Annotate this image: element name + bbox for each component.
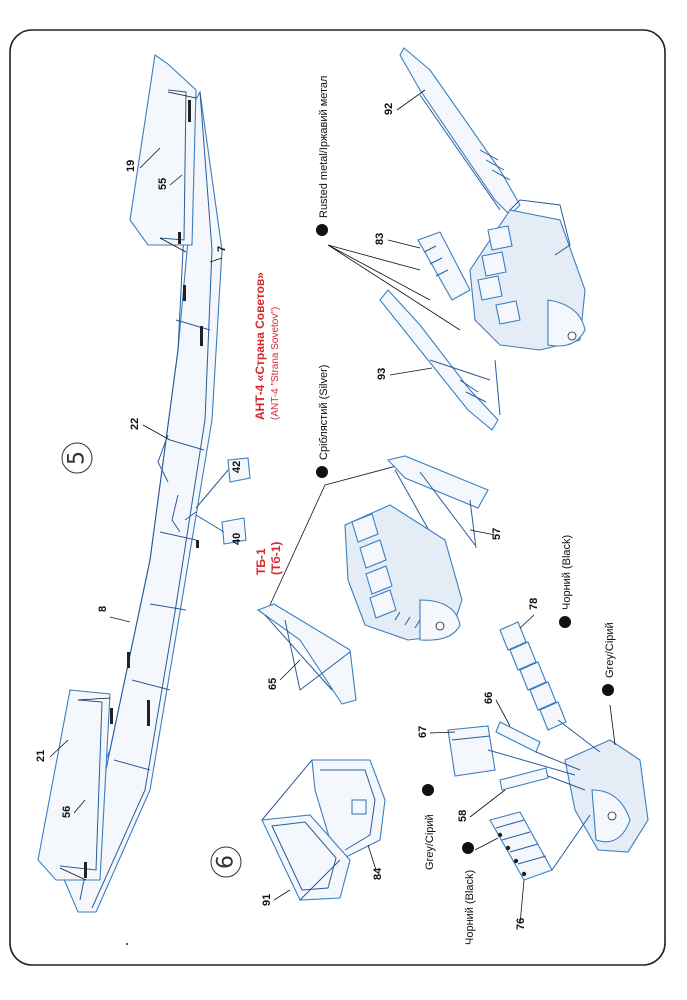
paint-grey-76: Grey/Сірий [422,784,436,870]
part-40 [221,517,247,545]
page-frame [9,29,666,966]
variant-tb1-ua: (Тб-1) [269,542,283,575]
svg-text:Grey/Сірий: Grey/Сірий [424,814,436,870]
callout-92: 92 [383,103,395,115]
svg-text:Чорний (Black): Чорний (Black) [464,870,476,945]
step-6-marker: 6 [210,846,242,878]
wing-assembly [37,54,251,913]
part-66 [495,721,541,753]
callout-22: 22 [129,418,141,430]
part-78 [499,621,567,731]
hinge-mark [84,862,87,878]
callout-84: 84 [372,867,384,880]
callout-21: 21 [35,750,47,762]
paint-silver: Сріблястий (Silver) [269,365,401,606]
callout-56: 56 [61,806,73,818]
callout-93: 93 [376,368,388,380]
print-mark [126,943,128,945]
callout-7: 7 [216,246,228,252]
paint-grey-main: Grey/Сірий [602,622,616,746]
callout-67: 67 [417,726,429,738]
paint-rusted: Rusted metal/Іржавий метал [316,76,461,331]
svg-text:Rusted metal/Іржавий метал: Rusted metal/Іржавий метал [318,76,330,218]
hinge-mark [188,100,191,122]
callout-65: 65 [267,678,279,690]
cowling-parts [261,759,386,901]
paint-black-76: Чорний (Black) [462,837,499,945]
svg-text:6: 6 [214,855,239,869]
part-67 [447,725,496,777]
callout-91: 91 [261,894,273,906]
callout-19: 19 [125,160,137,172]
variant-ant4-latin: (ANT-4 "Strana Sovetov") [270,307,281,420]
slot-mark [196,540,199,548]
engine-mount-middle [256,455,489,705]
slot-mark [183,285,186,301]
slot-mark [127,652,130,668]
callout-42: 42 [231,461,243,473]
hinge-mark [110,708,113,724]
callout-78: 78 [528,598,540,610]
slot-mark [147,700,150,726]
callout-76: 76 [515,918,527,930]
part-42 [227,457,251,483]
callout-57: 57 [491,528,503,540]
callout-83: 83 [374,233,386,245]
engine-mount-upper [379,47,586,431]
part-58 [499,767,549,791]
variant-ant4: АНТ-4 «Страна Советов» [253,272,267,420]
hinge-mark [178,232,181,244]
svg-text:5: 5 [65,451,90,465]
svg-text:Чорний (Black): Чорний (Black) [561,535,573,610]
svg-text:Сріблястий (Silver): Сріблястий (Silver) [318,365,330,460]
variant-tb1: ТБ-1 [254,548,268,575]
engine-subparts [447,621,649,881]
callout-8: 8 [97,606,109,612]
callout-40: 40 [231,533,243,545]
callout-55: 55 [157,178,169,190]
part-76 [489,811,553,881]
variant-labels: АНТ-4 «Страна Советов» (ANT-4 "Strana So… [253,272,283,575]
paint-black-78: Чорний (Black) [559,535,573,628]
callout-58: 58 [457,810,469,822]
svg-text:Grey/Сірий: Grey/Сірий [604,622,616,678]
slot-mark [200,326,203,346]
step-5-marker: 5 [61,442,93,474]
callout-66: 66 [483,692,495,704]
